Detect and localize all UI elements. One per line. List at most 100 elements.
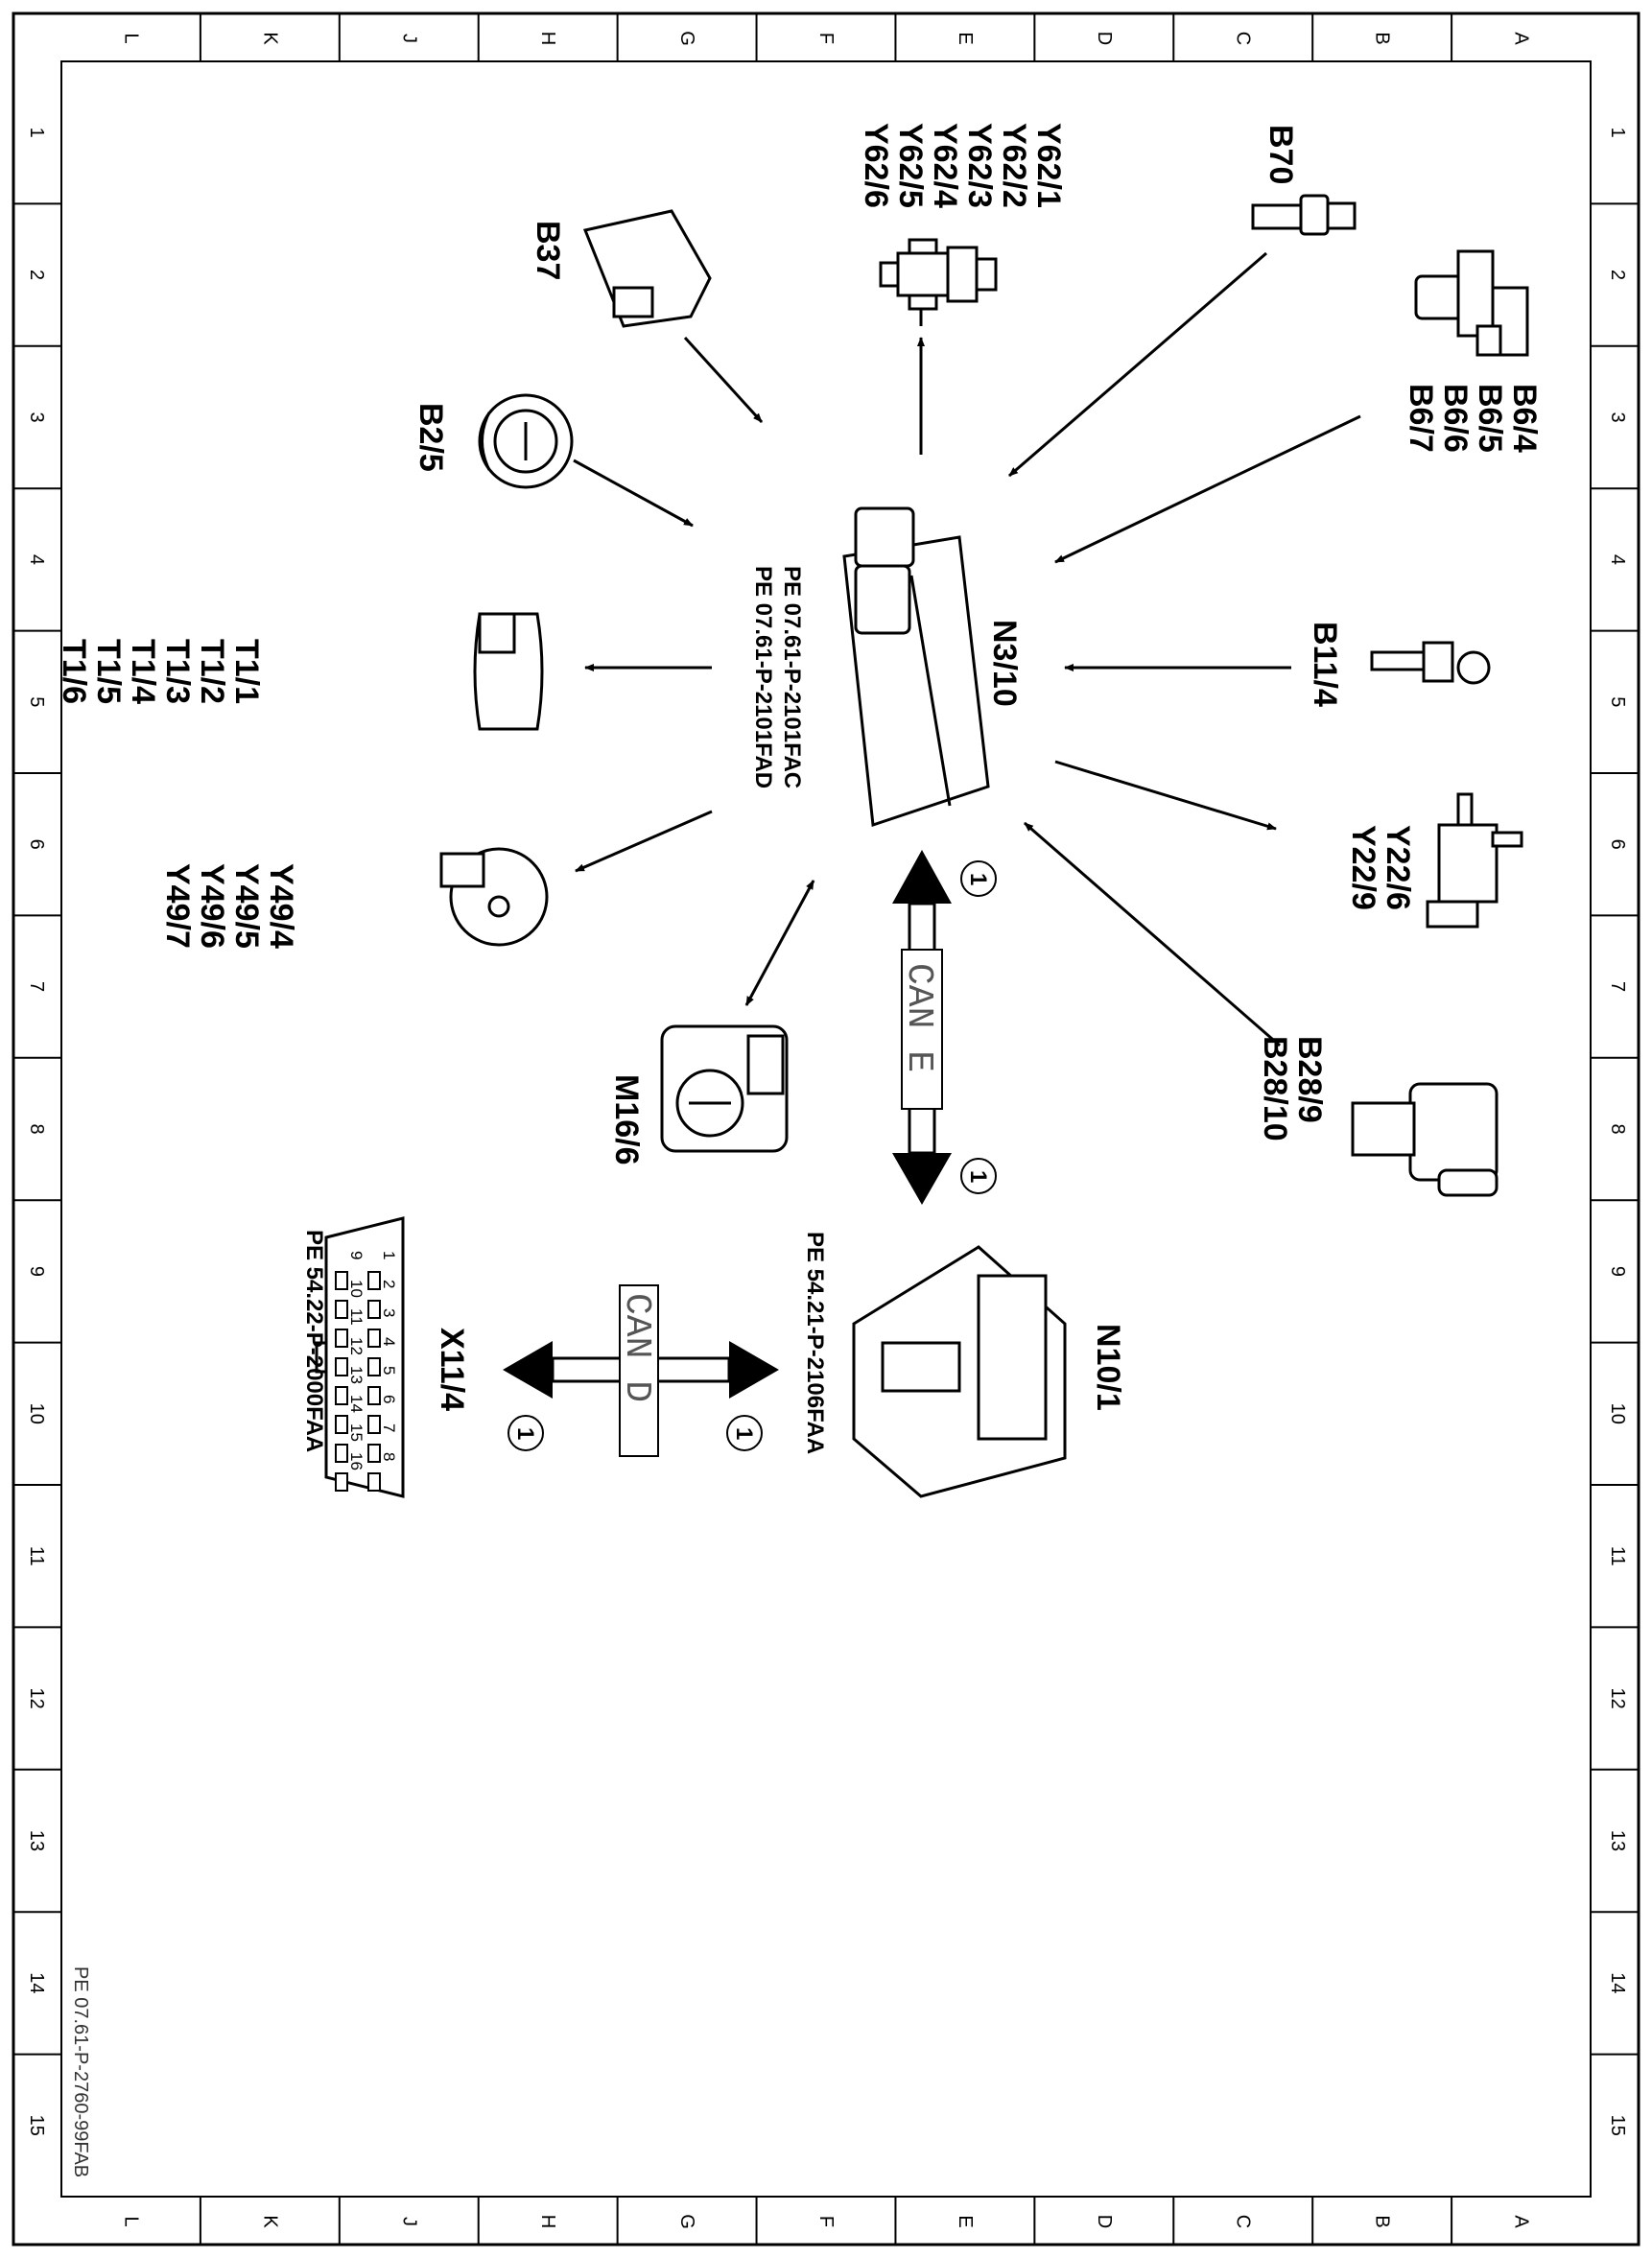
obd-pin-contact <box>335 1357 348 1376</box>
label-m16: M16/6 <box>608 1074 645 1165</box>
grid-row-label: 3 <box>1607 412 1628 422</box>
obd-pin-number: 11 <box>347 1308 366 1326</box>
n10-ref: PE 54.21-P-2106FAA <box>802 1232 828 1454</box>
label-b28: B28/9 B28/10 <box>1257 1036 1328 1141</box>
grid-col-label: J <box>398 2217 419 2226</box>
obd-pin-contact <box>335 1300 348 1319</box>
label-n3: N3/10 <box>986 620 1023 707</box>
grid-row-label: 14 <box>26 1972 47 1993</box>
svg-text:1: 1 <box>731 1427 757 1440</box>
grid-row-label: 3 <box>26 412 47 422</box>
grid-col-label: H <box>537 32 558 45</box>
grid-row-label: 6 <box>1607 839 1628 850</box>
obd-pin-number: 1 <box>380 1251 398 1259</box>
grid-row-label: 1 <box>26 128 47 138</box>
obd-pin-contact <box>367 1415 381 1434</box>
throttle-m16-drawing <box>660 1024 789 1153</box>
can-e-marker-bottom: 1 <box>960 1158 997 1194</box>
grid-row-label: 14 <box>1607 1972 1628 1993</box>
can-d-marker-left: 1 <box>507 1415 544 1451</box>
label-x11: X11/4 <box>434 1328 470 1411</box>
obd-pin-number: 6 <box>380 1395 398 1403</box>
grid-col-label: G <box>676 2214 697 2229</box>
obd-pin-contact <box>335 1444 348 1463</box>
grid-col-label: C <box>1233 2215 1254 2228</box>
grid-col-label: K <box>259 32 280 45</box>
can-e-bus: CAN E <box>892 850 952 1205</box>
svg-text:1: 1 <box>512 1427 538 1440</box>
obd-pin-contact <box>367 1386 381 1405</box>
grid-row-label: 11 <box>26 1546 47 1566</box>
grid-row-label: 10 <box>1607 1403 1628 1424</box>
valve-y49-drawing <box>439 847 549 947</box>
obd-pin-contact <box>367 1444 381 1463</box>
obd-pin-contact <box>335 1472 348 1492</box>
grid-row-label: 5 <box>26 696 47 707</box>
arrow-ecu-to-y49 <box>575 810 713 873</box>
obd-pin-contact <box>335 1271 348 1290</box>
sensor-b6-drawing <box>1414 249 1529 357</box>
grid-col-label: A <box>1511 2215 1532 2228</box>
grid-row-label: 6 <box>26 839 47 850</box>
arrow-b28-to-ecu <box>1024 821 1281 1047</box>
grid-row-label: 2 <box>1607 270 1628 280</box>
grid-col-label: D <box>1094 2215 1115 2228</box>
can-e-marker-top: 1 <box>960 860 997 897</box>
obd-pin-number: 12 <box>347 1337 366 1355</box>
obd-pin-number: 2 <box>380 1280 398 1288</box>
can-d-marker-right: 1 <box>726 1415 763 1451</box>
obd-pin-number: 14 <box>347 1395 366 1413</box>
grid-row-label: 1 <box>1607 128 1628 138</box>
label-b37: B37 <box>530 221 566 280</box>
document-code: PE 07.61-P-2760-99FAB <box>70 1966 91 2177</box>
obd-pin-number: 16 <box>347 1452 366 1470</box>
sensor-b2-drawing <box>478 393 574 489</box>
ecu-refs: PE 07.61-P-2101FAC PE 07.61-P-2101FAD <box>750 566 805 795</box>
grid-row-label: 7 <box>1607 981 1628 992</box>
grid-col-label: L <box>120 33 141 43</box>
obd-pin-contact <box>335 1415 348 1434</box>
arrow-b2-to-ecu <box>573 459 694 528</box>
grid-row-label: 5 <box>1607 696 1628 707</box>
grid-col-label: A <box>1511 32 1532 45</box>
obd-pin-number: 15 <box>347 1423 366 1442</box>
sensor-b11-drawing <box>1370 641 1491 685</box>
valve-y22-drawing <box>1426 792 1523 929</box>
grid-row-label: 11 <box>1607 1546 1628 1566</box>
signal-arrows <box>573 251 1361 1047</box>
coil-t1-drawing <box>473 612 544 731</box>
grid-col-label: B <box>1372 2215 1393 2227</box>
obd-pin-number: 5 <box>380 1366 398 1375</box>
grid-row-label: 8 <box>1607 1123 1628 1134</box>
grid-col-label: F <box>815 2216 837 2227</box>
svg-text:1: 1 <box>965 873 991 885</box>
grid-row-label: 9 <box>1607 1266 1628 1277</box>
label-y49: Y49/4 Y49/5 Y49/6 Y49/7 <box>159 863 299 957</box>
can-e-label: CAN E <box>898 963 939 1072</box>
arrow-ecu-to-y22 <box>1054 760 1277 831</box>
obd-pin-contact <box>335 1329 348 1348</box>
grid-col-label: E <box>955 2215 976 2227</box>
arrow-b70-to-ecu <box>1008 251 1267 478</box>
label-b70: B70 <box>1263 125 1299 184</box>
obd-pin-number: 13 <box>347 1366 366 1384</box>
label-n10: N10/1 <box>1090 1324 1126 1411</box>
obd-pin-contact <box>367 1300 381 1319</box>
grid-col-label: B <box>1372 32 1393 44</box>
grid-col-label: L <box>120 2216 141 2226</box>
label-y22: Y22/6 Y22/9 <box>1345 825 1416 919</box>
arrow-b6-to-ecu <box>1054 414 1361 564</box>
grid-row-label: 4 <box>26 554 47 565</box>
obd-pin-number: 8 <box>380 1452 398 1461</box>
label-y62: Y62/1 Y62/2 Y62/3 Y62/4 Y62/5 Y62/6 <box>858 123 1067 217</box>
grid-col-label: G <box>676 31 697 46</box>
obd-pin-contact <box>335 1386 348 1405</box>
label-b6: B6/4 B6/5 B6/6 B6/7 <box>1403 384 1543 461</box>
label-b11: B11/4 <box>1307 622 1343 707</box>
x11-ref: PE 54.22-P-2000FAA <box>301 1230 327 1452</box>
grid-row-label: 13 <box>1607 1830 1628 1851</box>
inner-frame <box>60 60 1592 2198</box>
